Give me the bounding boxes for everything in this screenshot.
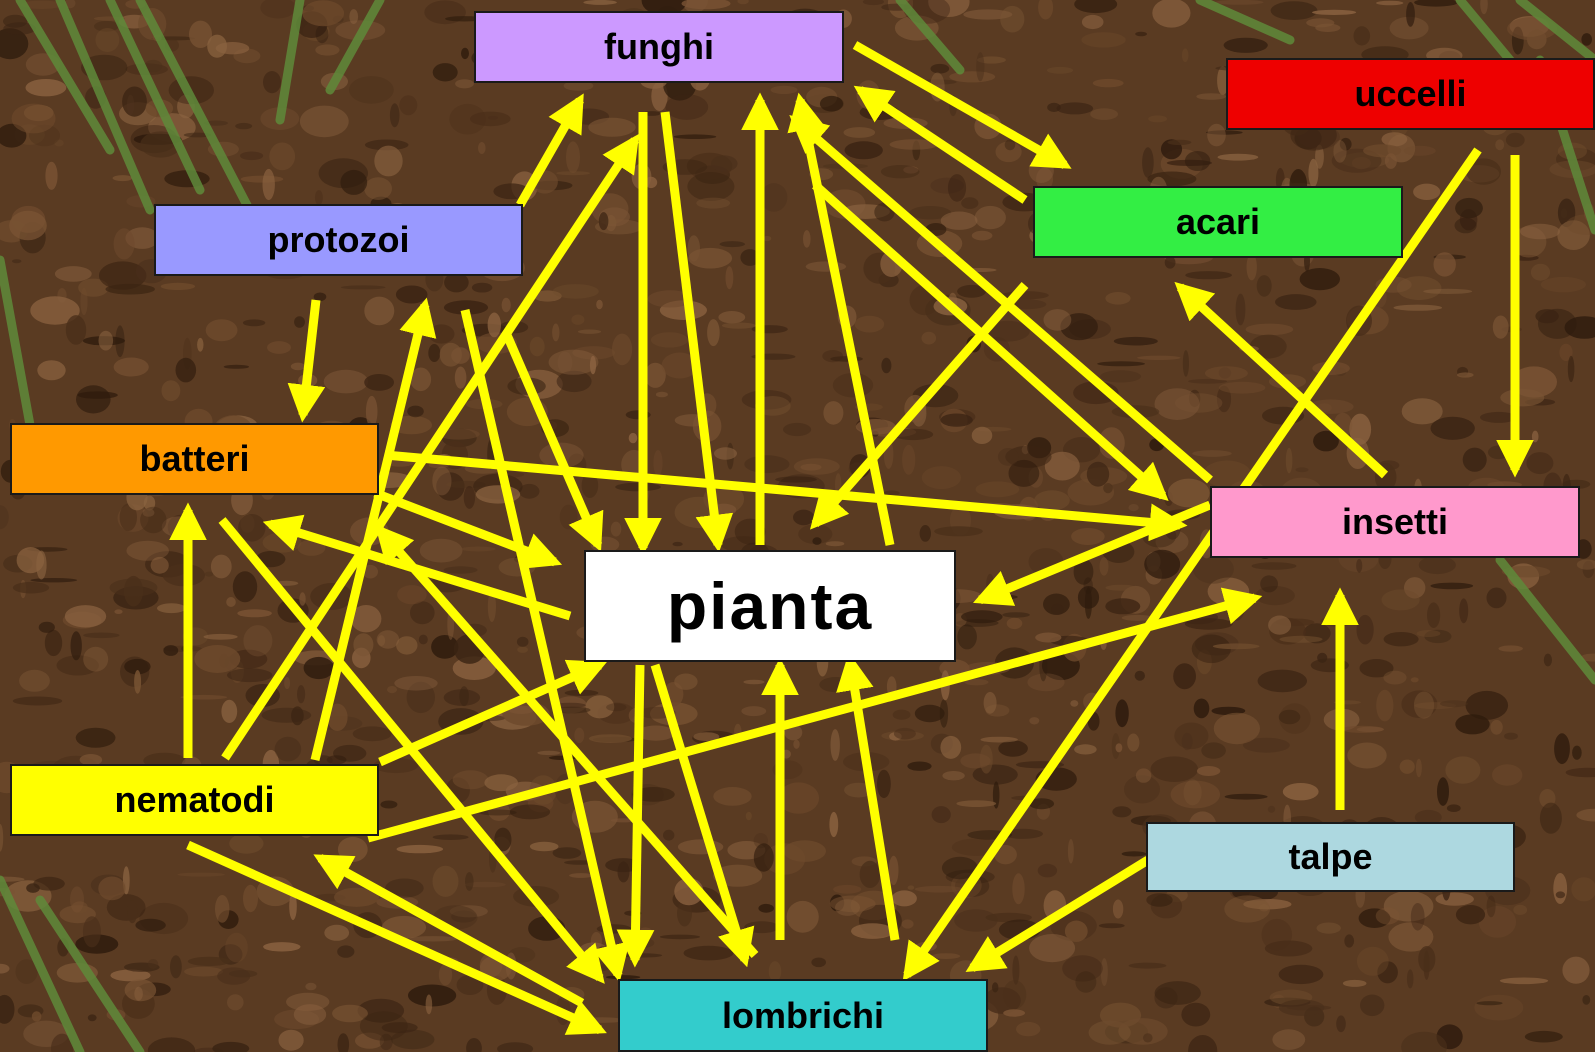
node-nematodi: nematodi — [10, 764, 379, 836]
arrow-31 — [188, 845, 600, 1030]
node-protozoi: protozoi — [154, 204, 523, 276]
node-acari: acari — [1033, 186, 1403, 258]
arrow-30 — [320, 858, 582, 1003]
arrow-28 — [507, 335, 598, 545]
node-talpe: talpe — [1146, 822, 1515, 892]
arrow-1 — [520, 100, 580, 205]
arrow-23 — [303, 300, 316, 415]
node-lombrichi: lombrichi — [618, 979, 988, 1052]
arrow-32 — [635, 665, 640, 960]
node-insetti: insetti — [1210, 486, 1580, 558]
node-uccelli: uccelli — [1226, 58, 1595, 130]
node-funghi: funghi — [474, 11, 844, 83]
arrow-8 — [795, 120, 1210, 480]
arrow-33 — [655, 665, 745, 960]
arrow-7 — [860, 90, 1025, 200]
node-batteri: batteri — [10, 423, 379, 495]
arrow-24 — [315, 305, 425, 760]
arrow-11 — [1180, 287, 1385, 475]
arrow-16 — [972, 860, 1148, 968]
node-pianta: pianta — [584, 550, 956, 662]
